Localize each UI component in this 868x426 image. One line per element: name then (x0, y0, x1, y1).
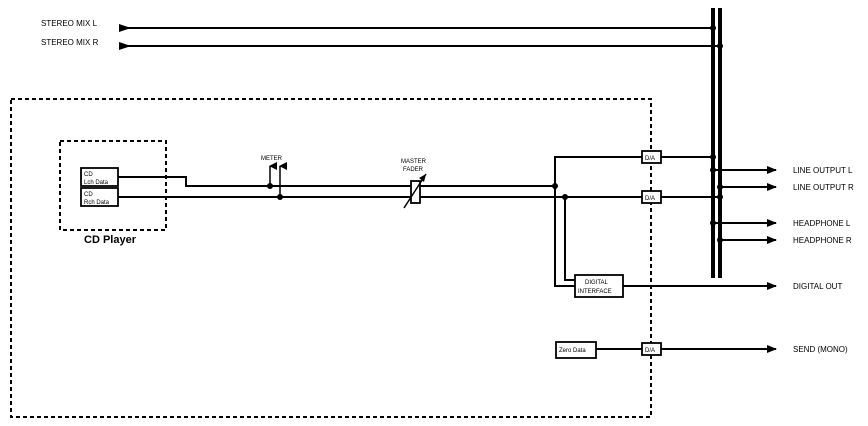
cd-rch-line1: CD (84, 192, 93, 198)
meter-junction-l (267, 183, 273, 189)
cd-lch-line1: CD (84, 172, 93, 178)
meter-label: METER (261, 156, 283, 162)
da-r-bus-junction (717, 194, 723, 200)
da-converter-l-label: D/A (645, 156, 655, 162)
cd-player-enclosure (59, 140, 167, 231)
cd-lch-line2: Lch Data (84, 180, 109, 186)
master-fader-arrowhead (419, 174, 426, 182)
meter-junction-r (277, 194, 283, 200)
master-fader-block (410, 180, 421, 204)
stereo-mix-l-label: STEREO MIX L (41, 19, 98, 28)
master-fader-line1: MASTER (401, 159, 427, 165)
cd-rch-line2: Rch Data (84, 200, 110, 206)
line-output-r-label: LINE OUTPUT R (793, 183, 854, 192)
da-l-bus-junction (710, 154, 716, 160)
zero-data-label: Zero Data (559, 348, 586, 354)
headphone-l-label: HEADPHONE L (793, 219, 851, 228)
stereo-mix-r-label: STEREO MIX R (41, 38, 99, 47)
headphone-r-label: HEADPHONE R (793, 236, 852, 245)
digital-interface-line2: INTERFACE (578, 289, 612, 295)
stereo-mix-r-arrow (119, 42, 131, 50)
digital-feed-l-wire (554, 186, 575, 287)
send-mono-label: SEND (MONO) (793, 345, 848, 354)
cd-player-title: CD Player (84, 234, 137, 246)
digital-feed-r-wire (564, 197, 575, 281)
line-output-l-label: LINE OUTPUT L (793, 166, 853, 175)
console-enclosure (10, 98, 652, 418)
l-channel-wire (118, 156, 642, 187)
digital-interface-line1: DIGITAL (585, 280, 609, 286)
da-converter-r-label: D/A (645, 196, 655, 202)
master-fader-line2: FADER (403, 167, 424, 173)
da-converter-send-label: D/A (645, 348, 655, 354)
digital-out-label: DIGITAL OUT (793, 282, 842, 291)
stereo-mix-l-arrow (119, 24, 131, 32)
